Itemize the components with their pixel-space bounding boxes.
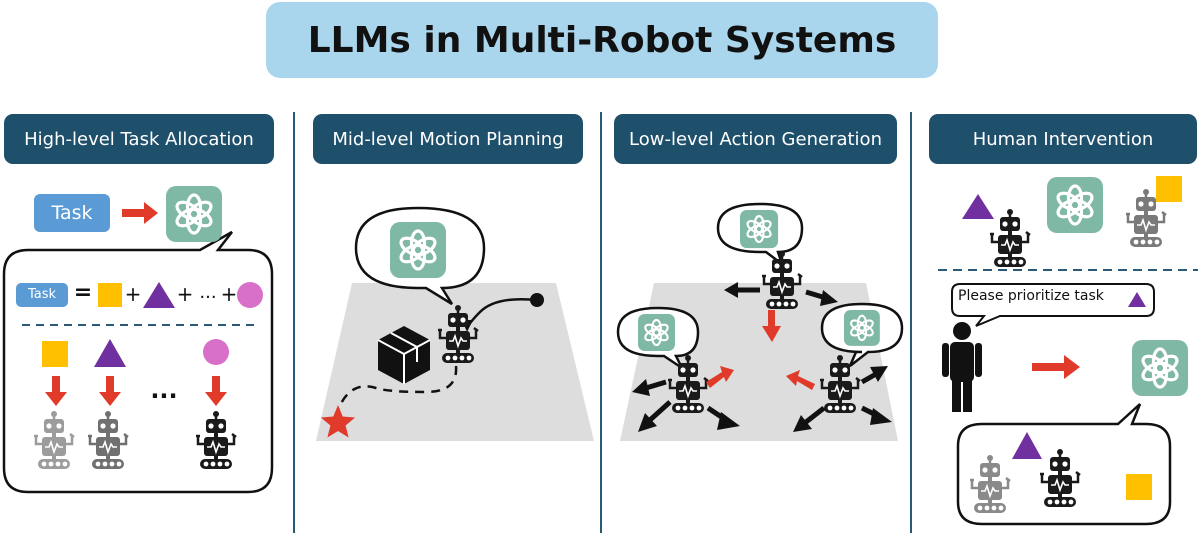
panel-human-intervention bbox=[938, 175, 1198, 526]
arrow-down bbox=[45, 376, 67, 406]
square-task-icon bbox=[42, 341, 68, 367]
task-box bbox=[34, 194, 110, 232]
arrow-right bbox=[122, 202, 158, 224]
header-motion-planning: Mid-level Motion Planning bbox=[313, 114, 583, 164]
package-box-icon bbox=[377, 326, 431, 384]
llm-speech-bubble bbox=[2, 230, 274, 494]
robot-icon bbox=[760, 249, 804, 311]
action-arrows-red bbox=[706, 310, 815, 390]
arrow-right bbox=[1032, 355, 1080, 379]
equals-sign: = bbox=[73, 280, 93, 305]
task-label: Task bbox=[51, 202, 93, 224]
circle-task-icon bbox=[203, 339, 229, 365]
square-task-icon bbox=[98, 283, 122, 307]
robot-icon bbox=[988, 207, 1032, 269]
panel-motion-planning bbox=[316, 206, 594, 441]
task-box-small bbox=[16, 283, 68, 307]
arrow-down bbox=[205, 376, 227, 406]
llm-icon bbox=[388, 220, 448, 280]
human-speech-text: Please prioritize task bbox=[958, 288, 1104, 304]
section-divider bbox=[293, 112, 295, 533]
triangle-task-icon bbox=[1012, 432, 1042, 459]
person-icon bbox=[942, 322, 982, 412]
planned-path-dashed bbox=[336, 365, 458, 411]
square-task-icon bbox=[1126, 474, 1152, 500]
action-arrows bbox=[632, 282, 892, 432]
panel-action-generation bbox=[616, 202, 904, 441]
plus-sign: + bbox=[124, 282, 142, 306]
llm-icon bbox=[842, 308, 881, 347]
goal-star-icon bbox=[320, 405, 356, 438]
header-action-generation: Low-level Action Generation bbox=[614, 114, 897, 164]
triangle-task-icon bbox=[962, 194, 994, 219]
panel-task-allocation bbox=[2, 184, 274, 494]
llm-icon bbox=[1130, 338, 1190, 398]
square-task-icon bbox=[1156, 176, 1182, 202]
llm-icon bbox=[738, 208, 780, 250]
ellipsis: ... bbox=[199, 282, 217, 303]
triangle-task-icon bbox=[1128, 292, 1146, 307]
robots-ellipsis: ... bbox=[150, 376, 178, 404]
start-point bbox=[530, 293, 544, 307]
triangle-task-icon bbox=[143, 282, 175, 308]
arrow-down bbox=[99, 376, 121, 406]
header-human-intervention: Human Intervention bbox=[929, 114, 1197, 164]
circle-task-icon bbox=[237, 282, 263, 308]
llm-icon bbox=[164, 184, 224, 244]
diagram-title: LLMs in Multi-Robot Systems bbox=[266, 2, 938, 78]
plus-sign: + bbox=[176, 282, 194, 306]
triangle-task-icon bbox=[94, 339, 126, 367]
human-speech-bubble bbox=[951, 283, 1155, 327]
section-divider bbox=[600, 112, 602, 533]
header-task-allocation: High-level Task Allocation bbox=[4, 114, 274, 164]
plus-sign: + bbox=[220, 282, 238, 306]
llm-icon bbox=[1045, 175, 1105, 235]
section-divider bbox=[910, 112, 912, 533]
llm-icon bbox=[636, 312, 677, 353]
task-label-small: Task bbox=[27, 287, 57, 302]
